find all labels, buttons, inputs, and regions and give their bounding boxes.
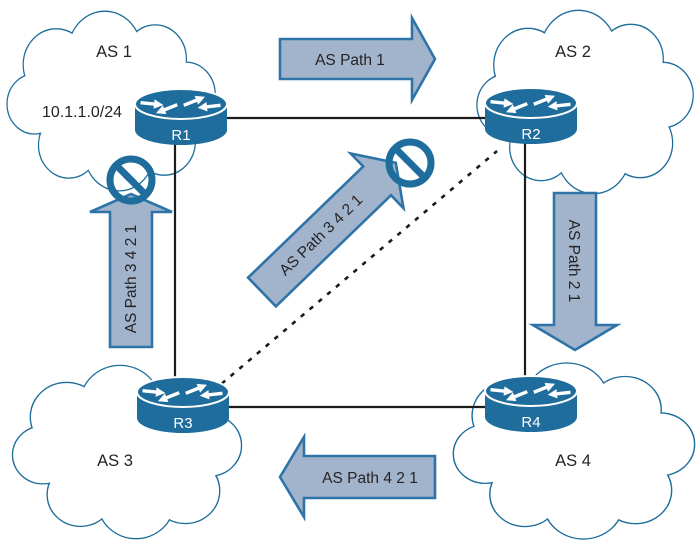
no-entry-icon-left [106, 155, 156, 205]
no-entry-icon-diagonal [385, 138, 435, 188]
arrow-shape [528, 191, 622, 352]
arrow-shape [278, 432, 437, 522]
arrow-label: AS Path 4 2 1 [322, 470, 418, 487]
arrow-shape [89, 192, 173, 349]
router-r4: R4 [485, 376, 577, 432]
router-label: R4 [521, 414, 540, 431]
router-r1: R1 [135, 89, 227, 145]
arrow-label: AS Path 1 [315, 52, 385, 69]
router-label: R3 [173, 415, 192, 432]
link-r3-r2-dashed [212, 150, 498, 392]
router-r3: R3 [137, 377, 229, 433]
as3-label: AS 3 [97, 452, 133, 470]
arrow-label: AS Path 3 4 2 1 [123, 225, 140, 334]
as4-label: AS 4 [555, 452, 591, 470]
router-label: R2 [521, 126, 540, 143]
arrow-as-path-2-1: AS Path 2 1 [528, 191, 622, 352]
router-r2: R2 [485, 88, 577, 144]
arrow-as-path-3-4-2-1-up: AS Path 3 4 2 1 [89, 192, 173, 349]
router-label: R1 [171, 127, 190, 144]
as1-prefix-label: 10.1.1.0/24 [42, 104, 122, 121]
arrow-label: AS Path 2 1 [565, 220, 582, 303]
as1-label: AS 1 [96, 43, 132, 61]
arrow-shape [278, 13, 437, 105]
arrow-shape [246, 151, 406, 309]
as2-label: AS 2 [555, 43, 591, 61]
arrow-as-path-1: AS Path 1 [278, 13, 437, 105]
arrow-as-path-4-2-1: AS Path 4 2 1 [278, 432, 437, 522]
arrow-label: AS Path 3 4 2 1 [276, 192, 366, 280]
